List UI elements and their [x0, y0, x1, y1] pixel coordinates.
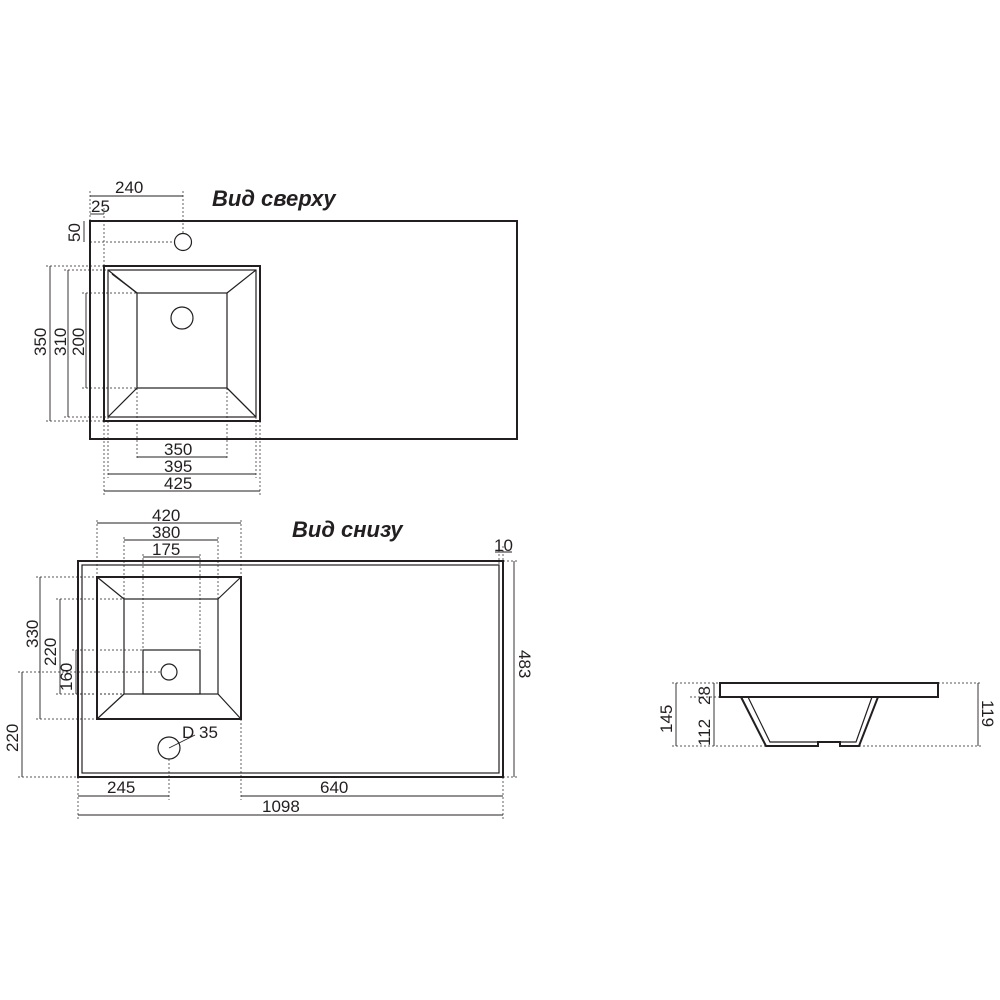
dim-side-right-h: 119 [978, 700, 997, 727]
top-bowl-outer [103, 265, 261, 422]
dim-bowl-mid-w-bottom: 380 [152, 523, 180, 542]
bottom-view-title: Вид снизу [292, 517, 404, 542]
side-bowl-inner [747, 696, 873, 743]
side-view: 145 28 112 119 [657, 682, 997, 747]
dim-side-total-h: 145 [657, 705, 676, 733]
dim-bowl-mid-w: 395 [164, 457, 192, 476]
bottom-drain-hole [160, 663, 178, 681]
bottom-bowl-corner-line [96, 576, 125, 600]
bottom-bowl-corner-line [217, 576, 242, 600]
dim-hole-x: 245 [107, 778, 135, 797]
dim-tap-x: 240 [115, 178, 143, 197]
dim-hole-d: D 35 [182, 723, 218, 742]
top-bowl-rim [107, 269, 257, 418]
dim-bowl-outer-h: 350 [31, 328, 50, 356]
dim-drain-w: 175 [152, 540, 180, 559]
dim-side-top-h: 28 [695, 686, 714, 705]
top-bowl-corner-line [111, 273, 138, 294]
bottom-bowl-outer [96, 576, 242, 720]
top-bowl-corner-line [226, 387, 253, 414]
dim-bowl-h-bottom: 330 [23, 620, 42, 648]
dim-bowl-inner-h: 200 [69, 328, 88, 356]
dim-total-len: 1098 [262, 797, 300, 816]
tap-hole [173, 232, 193, 252]
dim-tap-y: 50 [65, 223, 84, 242]
dim-bowl-inner-w: 350 [164, 440, 192, 459]
top-view-title: Вид сверху [212, 186, 337, 211]
top-bowl-corner-line [107, 387, 138, 418]
dim-bowl-mid-h-bottom: 220 [41, 638, 60, 666]
dim-hole-y: 220 [3, 724, 22, 752]
top-drain-hole [170, 306, 194, 330]
dim-rim: 10 [494, 536, 513, 555]
dim-bowl-mid-h: 310 [51, 328, 70, 356]
dim-edge-x: 25 [91, 197, 110, 216]
dim-right-len: 640 [320, 778, 348, 797]
dim-bowl-outer-w: 425 [164, 474, 192, 493]
dim-bowl-outer-w-bottom: 420 [152, 506, 180, 525]
bottom-view: Вид снизу 420 380 175 10 [3, 506, 534, 820]
dim-side-bowl-h: 112 [695, 719, 714, 746]
dim-drain-h: 160 [57, 663, 76, 691]
dim-depth: 483 [515, 650, 534, 678]
bottom-bowl-corner-line [96, 693, 125, 720]
top-countertop-outline [89, 220, 518, 440]
leader-line [168, 734, 196, 749]
bottom-bowl-corner-line [217, 693, 242, 720]
top-bowl-corner-line [226, 269, 257, 294]
bottom-countertop-rim [81, 564, 500, 774]
side-slab [719, 682, 939, 698]
top-bowl-bottom [136, 292, 228, 389]
top-view: Вид сверху 240 25 50 350 [31, 178, 518, 495]
bottom-countertop-outline [77, 560, 504, 778]
